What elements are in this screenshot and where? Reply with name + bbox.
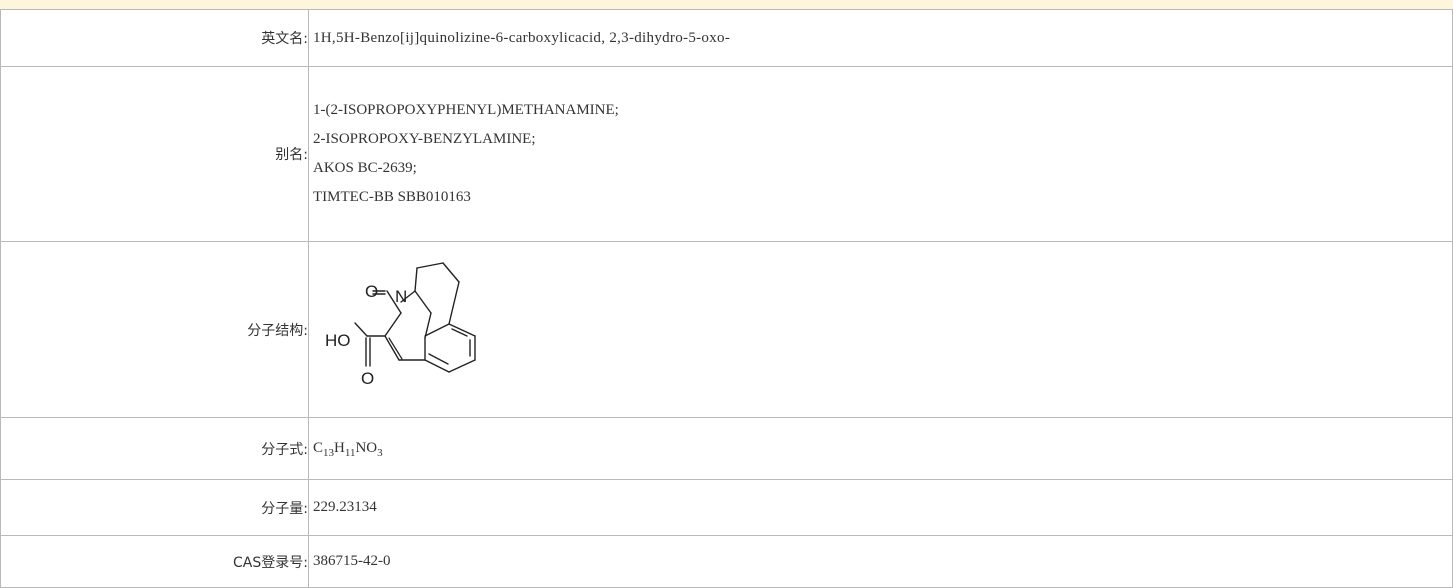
value-molecular-weight: 229.23134	[313, 499, 377, 515]
row-english-name: 英文名: 1H,5H-Benzo[ij]quinolizine-6-carbox…	[0, 9, 1453, 67]
alias-item: 2-ISOPROPOXY-BENZYLAMINE;	[313, 131, 536, 147]
molecule-structure-image: O N HO O	[325, 261, 476, 388]
formula-element: C	[313, 440, 324, 456]
label-molecular-weight: 分子量:	[0, 479, 309, 536]
formula-subscript: 13	[323, 447, 335, 459]
property-table: 英文名: 1H,5H-Benzo[ij]quinolizine-6-carbox…	[0, 9, 1453, 588]
value-cas: 386715-42-0	[313, 553, 391, 569]
formula-element: NO	[355, 440, 378, 456]
formula-element: H	[334, 440, 345, 456]
label-aliases: 别名:	[0, 66, 309, 242]
row-cas: CAS登录号: 386715-42-0	[0, 535, 1453, 588]
label-structure: 分子结构:	[0, 241, 309, 418]
alias-item: AKOS BC-2639;	[313, 160, 417, 176]
row-formula: 分子式: C13H11NO3	[0, 417, 1453, 480]
alias-item: 1-(2-ISOPROPOXYPHENYL)METHANAMINE;	[313, 102, 619, 118]
atom-ho: HO	[325, 331, 351, 350]
label-cas: CAS登录号:	[0, 535, 309, 588]
value-english-name: 1H,5H-Benzo[ij]quinolizine-6-carboxylica…	[313, 29, 731, 46]
row-molecular-weight: 分子量: 229.23134	[0, 479, 1453, 536]
row-structure: 分子结构:	[0, 241, 1453, 418]
atom-n: N	[395, 287, 407, 306]
label-formula: 分子式:	[0, 417, 309, 480]
formula-subscript: 3	[377, 447, 383, 459]
formula-subscript: 11	[344, 447, 356, 459]
atom-o-bottom: O	[361, 369, 374, 388]
atom-o-top: O	[365, 282, 378, 301]
label-english-name: 英文名:	[0, 9, 309, 67]
alias-item: TIMTEC-BB SBB010163	[313, 189, 471, 205]
alias-list: 1-(2-ISOPROPOXYPHENYL)METHANAMINE; 2-ISO…	[313, 96, 1452, 212]
value-formula: C13H11NO3	[313, 440, 383, 459]
row-aliases: 别名: 1-(2-ISOPROPOXYPHENYL)METHANAMINE; 2…	[0, 66, 1453, 242]
